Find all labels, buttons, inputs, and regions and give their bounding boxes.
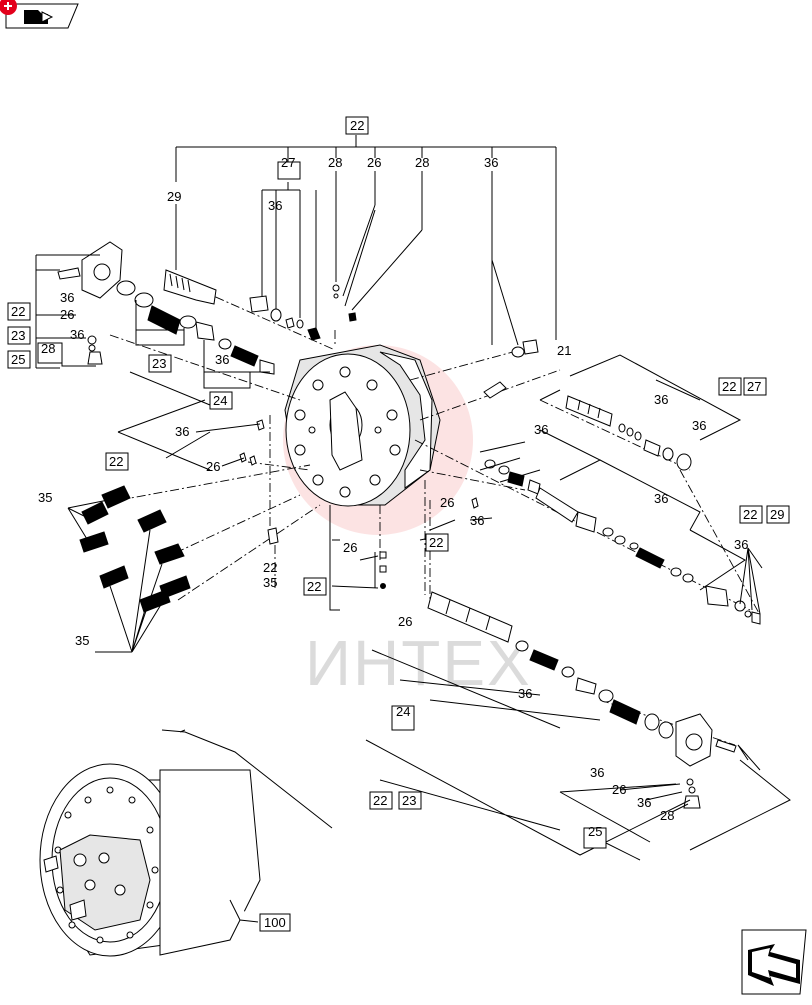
relief-valve-29 bbox=[163, 269, 217, 305]
callout-26: 26 bbox=[60, 307, 74, 322]
callout-22: 22 bbox=[109, 454, 123, 469]
callout-100: 100 bbox=[264, 915, 286, 930]
callout-36: 36 bbox=[734, 537, 748, 552]
callout-24: 24 bbox=[396, 704, 410, 719]
callout-36: 36 bbox=[60, 290, 74, 305]
plus-icon[interactable] bbox=[0, 0, 17, 15]
callout-36: 36 bbox=[637, 795, 651, 810]
callout-23: 23 bbox=[402, 793, 416, 808]
callout-26: 26 bbox=[367, 155, 381, 170]
callout-26: 26 bbox=[398, 614, 412, 629]
callout-22: 22 bbox=[263, 560, 277, 575]
callout-35: 35 bbox=[38, 490, 52, 505]
callout-36: 36 bbox=[70, 327, 84, 342]
callout-22: 22 bbox=[373, 793, 387, 808]
callout-36: 36 bbox=[470, 513, 484, 528]
top-plug-parts bbox=[239, 284, 539, 466]
callout-36: 36 bbox=[175, 424, 189, 439]
springs-35 bbox=[67, 485, 191, 653]
next-page-arrow-icon[interactable] bbox=[741, 929, 807, 995]
callout-29: 29 bbox=[167, 189, 181, 204]
callout-23: 23 bbox=[152, 356, 166, 371]
right-mid-assembly bbox=[267, 459, 761, 625]
callout-35: 35 bbox=[75, 633, 89, 648]
callout-36: 36 bbox=[484, 155, 498, 170]
callout-36: 36 bbox=[654, 491, 668, 506]
callout-36: 36 bbox=[268, 198, 282, 213]
callout-24: 24 bbox=[213, 393, 227, 408]
callout-21: 21 bbox=[557, 343, 571, 358]
top-bracket bbox=[175, 135, 557, 346]
callout-25: 25 bbox=[11, 352, 25, 367]
callout-23: 23 bbox=[11, 328, 25, 343]
callout-22: 22 bbox=[11, 304, 25, 319]
right-leaders bbox=[365, 354, 791, 861]
callout-22: 22 bbox=[722, 379, 736, 394]
callout-28: 28 bbox=[415, 155, 429, 170]
callout-36: 36 bbox=[590, 765, 604, 780]
callout-28: 28 bbox=[328, 155, 342, 170]
left-leaders bbox=[35, 254, 493, 611]
callout-26: 26 bbox=[612, 782, 626, 797]
callout-26: 26 bbox=[343, 540, 357, 555]
callout-22: 22 bbox=[429, 535, 443, 550]
callout-25: 25 bbox=[588, 824, 602, 839]
callout-26: 26 bbox=[206, 459, 220, 474]
callout-27: 27 bbox=[747, 379, 761, 394]
box-callouts bbox=[7, 116, 790, 932]
callout-36: 36 bbox=[215, 352, 229, 367]
motor-housing bbox=[284, 344, 441, 507]
callout-28: 28 bbox=[660, 808, 674, 823]
callout-36: 36 bbox=[692, 418, 706, 433]
callout-22-top: 22 bbox=[350, 118, 364, 133]
callout-26: 26 bbox=[440, 495, 454, 510]
folder-arrow-icon[interactable] bbox=[5, 3, 79, 29]
callout-22: 22 bbox=[307, 579, 321, 594]
callout-29: 29 bbox=[770, 507, 784, 522]
callout-22: 22 bbox=[743, 507, 757, 522]
right-spool-assembly bbox=[565, 395, 692, 471]
final-drive-motor bbox=[39, 729, 333, 957]
lower-spool-assembly bbox=[427, 591, 737, 809]
callout-28: 28 bbox=[41, 341, 55, 356]
watermark-text: ИНТЕХ bbox=[305, 627, 532, 699]
left-cover-plate bbox=[57, 241, 275, 375]
callout-labels: 22 27 28 26 28 36 29 36 21 36 26 36 28 2… bbox=[11, 118, 784, 930]
callout-36: 36 bbox=[534, 422, 548, 437]
callout-36: 36 bbox=[654, 392, 668, 407]
callout-35: 35 bbox=[263, 575, 277, 590]
callout-36: 36 bbox=[518, 686, 532, 701]
callout-27: 27 bbox=[281, 155, 295, 170]
